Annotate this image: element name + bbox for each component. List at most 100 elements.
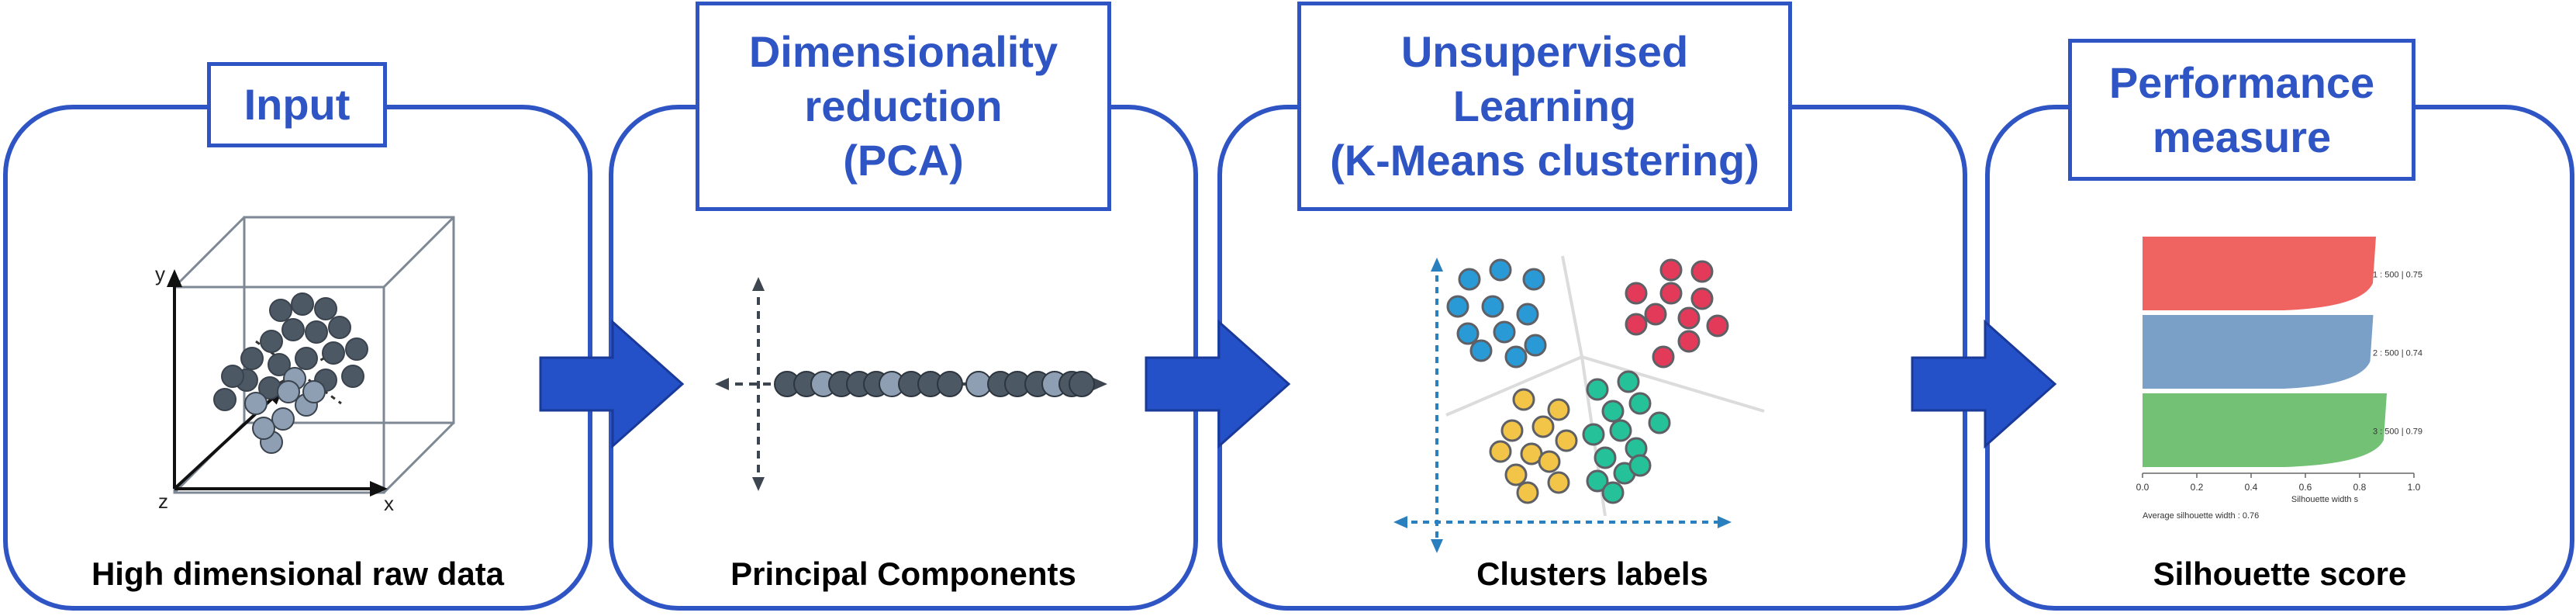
cluster-axes [1400, 264, 1725, 547]
data-point [345, 337, 368, 361]
data-point [244, 392, 268, 415]
silhouette-tick-label: 1.0 [2408, 482, 2421, 493]
cluster-points [1446, 258, 1729, 504]
data-point [213, 388, 237, 411]
flow-arrow [1911, 319, 2057, 449]
pc-axis-arrowheads [715, 277, 1107, 491]
cluster-point [1586, 378, 1609, 401]
axis-label-z: z [158, 490, 168, 513]
silhouette-band [2143, 315, 2374, 389]
stage-title-clustering: Unsupervised Learning (K-Means clusterin… [1297, 2, 1792, 211]
stage-title-input: Input [207, 62, 387, 147]
silhouette-tick-label: 0.8 [2353, 482, 2367, 493]
data-point [260, 330, 283, 353]
data-point [322, 341, 345, 365]
cluster-point [1516, 481, 1539, 504]
cluster-point [1524, 334, 1547, 357]
cluster-point [1625, 313, 1648, 336]
data-point [268, 353, 291, 376]
cluster-point [1516, 303, 1539, 326]
data-point [281, 318, 305, 341]
cluster-point [1628, 392, 1652, 415]
average-silhouette-label: Average silhouette width : 0.76 [2143, 511, 2259, 521]
pc-point [1069, 371, 1095, 397]
silhouette-plot: 1 : 500 | 0.75 2 : 500 | 0.74 3 : 500 | 0.… [2136, 237, 2422, 521]
cluster-point [1512, 388, 1535, 411]
cluster-point [1547, 398, 1570, 421]
data-point [221, 365, 244, 388]
data-point [314, 297, 337, 320]
cluster-point [1456, 322, 1480, 345]
cluster-point [1601, 400, 1625, 423]
data-point [271, 407, 295, 431]
data-point [252, 417, 275, 440]
cluster-point [1677, 306, 1701, 330]
cluster-point [1555, 429, 1578, 452]
cluster-point [1469, 339, 1493, 362]
cluster-point [1617, 370, 1640, 393]
stage-title-performance: Performance measure [2068, 39, 2415, 181]
data-point [291, 292, 314, 316]
silhouette-xlabel: Silhouette width s [2291, 495, 2359, 504]
silhouette-band [2143, 393, 2387, 467]
cluster-point [1628, 454, 1652, 477]
data-point [341, 365, 364, 388]
pc-point [937, 371, 963, 397]
silhouette-band [2143, 237, 2376, 310]
cluster-point [1690, 260, 1714, 283]
stage-title-pca: Dimensionality reduction (PCA) [696, 2, 1111, 211]
cluster-point [1586, 469, 1609, 493]
data-point [277, 380, 300, 403]
cluster-point [1538, 450, 1561, 473]
cluster-point [1706, 314, 1729, 337]
silhouette-row-label: 3 : 500 | 0.79 [2373, 427, 2422, 437]
cluster-point [1648, 411, 1671, 434]
cluster-point [1489, 258, 1512, 282]
data-point [240, 347, 264, 370]
cluster-point [1609, 419, 1632, 442]
silhouette-tick-label: 0.6 [2299, 482, 2312, 493]
raw-data-points [213, 292, 368, 454]
cluster-point [1652, 345, 1675, 369]
silhouette-tick-label: 0.2 [2191, 482, 2204, 493]
cluster-point [1504, 463, 1528, 486]
cluster-point [1446, 295, 1469, 318]
cluster-point [1531, 415, 1555, 438]
data-point [295, 347, 318, 370]
cluster-axis-arrowheads [1393, 258, 1732, 553]
cluster-point [1625, 282, 1648, 305]
cluster-point [1601, 481, 1625, 504]
axis-label-x: x [384, 492, 394, 515]
silhouette-row-label: 2 : 500 | 0.74 [2373, 349, 2422, 358]
caption-input: High dimensional raw data [91, 555, 505, 592]
silhouette-tick-label: 0.0 [2136, 482, 2150, 493]
flow-arrow [539, 319, 685, 449]
cluster-point [1594, 446, 1617, 469]
cluster-point [1644, 303, 1667, 326]
flow-arrow [1145, 319, 1291, 449]
cluster-point [1547, 471, 1570, 494]
caption-pca: Principal Components [730, 555, 1076, 592]
cluster-point [1659, 282, 1683, 305]
cluster-point [1458, 268, 1481, 291]
data-point [269, 299, 292, 322]
cluster-point [1522, 268, 1545, 291]
data-point [328, 316, 351, 339]
silhouette-tick-label: 0.4 [2245, 482, 2258, 493]
axis-label-y: y [155, 262, 165, 286]
caption-performance: Silhouette score [2153, 555, 2407, 592]
cluster-point [1690, 287, 1714, 310]
cluster-point [1677, 330, 1701, 353]
cluster-point [1659, 258, 1683, 282]
cluster-point [1493, 320, 1516, 344]
cluster-point [1582, 423, 1605, 446]
cluster-point [1489, 440, 1512, 463]
data-point [305, 320, 328, 344]
principal-component-points [774, 371, 1095, 397]
data-point [302, 380, 326, 403]
cluster-point [1500, 419, 1524, 442]
cluster-point [1481, 295, 1504, 318]
silhouette-row-label: 1 : 500 | 0.75 [2373, 271, 2422, 280]
